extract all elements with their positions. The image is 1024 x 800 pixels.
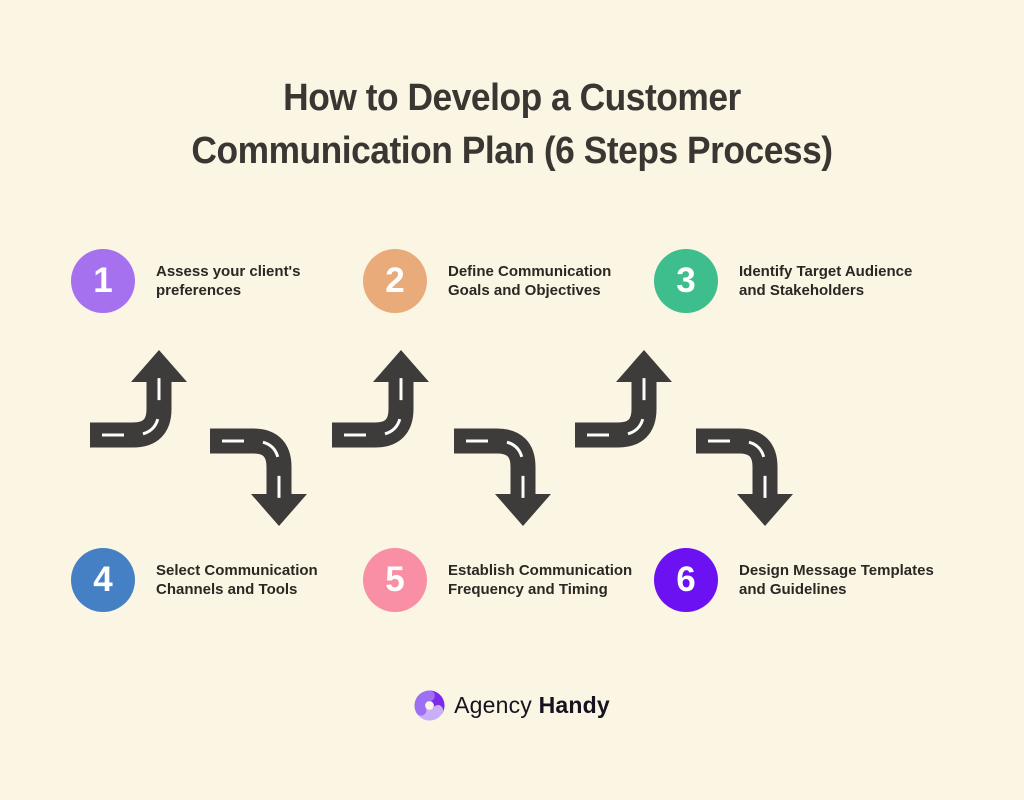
arrowhead [616, 350, 672, 382]
step-3-number-badge: 3 [654, 249, 718, 313]
step-2-label-line-1: Define Communication [448, 262, 612, 280]
road-arrow-up-5 [575, 350, 672, 448]
road-body [454, 428, 536, 498]
step-3-label-line-1: Identify Target Audience [739, 262, 913, 280]
step-1-label-line-1: Assess your client's [156, 262, 301, 280]
road-arrow-up-3 [332, 350, 429, 448]
road-body [332, 378, 414, 448]
brand-logo: Agency Handy [0, 690, 1024, 721]
road-center-marking [696, 439, 767, 498]
page-title: How to Develop a Customer Communication … [0, 72, 1024, 178]
road-center-marking [454, 439, 525, 498]
logo-word-handy: Handy [538, 692, 610, 718]
step-1: 1 Assess your client's preferences [71, 249, 300, 313]
step-6-label-line-1: Design Message Templates [739, 561, 934, 579]
step-3-label: Identify Target Audience and Stakeholder… [739, 262, 912, 301]
arrowhead [737, 494, 793, 526]
arrowhead [495, 494, 551, 526]
road-body [90, 378, 172, 448]
road-center-marking [332, 378, 403, 437]
pinwheel-lobe-medium [414, 690, 435, 716]
step-2-number-badge: 2 [363, 249, 427, 313]
road-center-marking [210, 439, 281, 498]
step-1-label-line-2: preferences [156, 282, 242, 299]
agency-handy-pinwheel-icon [414, 690, 445, 721]
road-body [696, 428, 778, 498]
step-4: 4 Select Communication Channels and Tool… [71, 548, 318, 612]
road-body [210, 428, 292, 498]
step-2: 2 Define Communication Goals and Objecti… [363, 249, 611, 313]
step-5-number-badge: 5 [363, 548, 427, 612]
step-1-number-badge: 1 [71, 249, 135, 313]
step-4-label-line-1: Select Communication [156, 561, 318, 579]
title-line-1: How to Develop a Customer [283, 77, 741, 119]
logo-word-agency: Agency [454, 692, 533, 718]
step-1-label: Assess your client's preferences [156, 262, 300, 301]
step-4-number-badge: 4 [71, 548, 135, 612]
step-3-label-line-2: and Stakeholders [739, 282, 865, 299]
step-5-label-line-1: Establish Communication [448, 561, 633, 579]
title-line-2: Communication Plan (6 Steps Process) [191, 130, 833, 172]
step-4-label: Select Communication Channels and Tools [156, 561, 318, 600]
arrowhead [131, 350, 187, 382]
step-6: 6 Design Message Templates and Guideline… [654, 548, 934, 612]
road-arrow-down-6 [696, 428, 793, 526]
step-6-label: Design Message Templates and Guidelines [739, 561, 934, 600]
road-arrow-down-2 [210, 428, 307, 526]
road-arrow-down-4 [454, 428, 551, 526]
arrowhead [373, 350, 429, 382]
step-5: 5 Establish Communication Frequency and … [363, 548, 632, 612]
road-body [575, 378, 657, 448]
step-5-label-line-2: Frequency and Timing [448, 581, 608, 598]
road-arrow-up-1 [90, 350, 187, 448]
step-5-label: Establish Communication Frequency and Ti… [448, 561, 632, 600]
step-2-label-line-2: Goals and Objectives [448, 282, 601, 299]
step-4-label-line-2: Channels and Tools [156, 581, 298, 598]
arrowhead [251, 494, 307, 526]
road-center-marking [90, 378, 161, 437]
road-center-marking [575, 378, 646, 437]
step-6-number-badge: 6 [654, 548, 718, 612]
step-3: 3 Identify Target Audience and Stakehold… [654, 249, 912, 313]
step-6-label-line-2: and Guidelines [739, 581, 847, 598]
logo-wordmark: Agency Handy [454, 692, 610, 719]
step-2-label: Define Communication Goals and Objective… [448, 262, 611, 301]
